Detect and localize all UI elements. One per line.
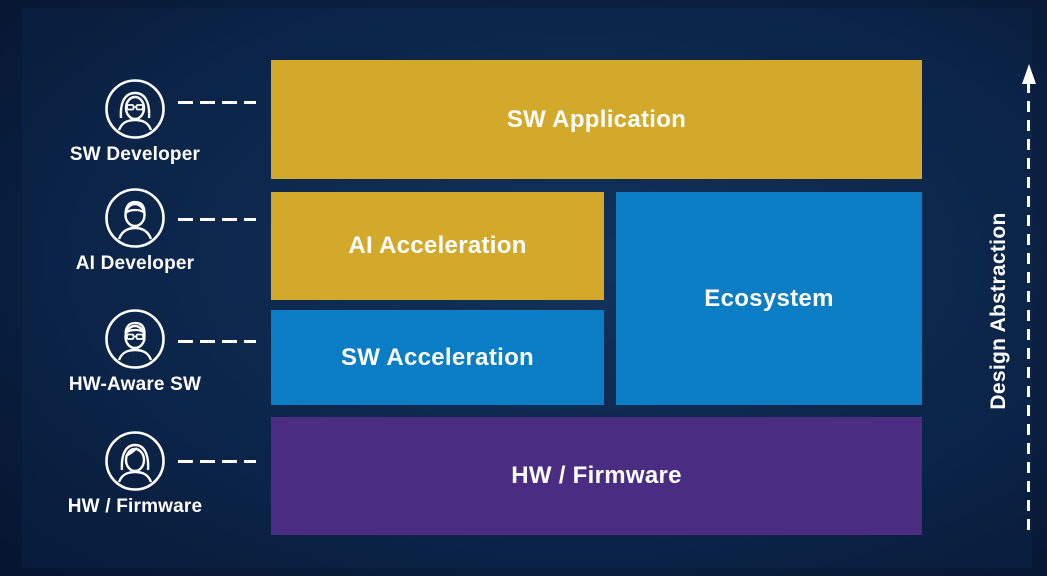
layer-sw-acceleration: SW Acceleration (271, 310, 604, 405)
woman-icon (105, 431, 165, 491)
abstraction-axis (1022, 64, 1036, 538)
axis-dashed-line (1027, 82, 1030, 538)
layer-label: SW Application (506, 105, 687, 133)
woman-glasses-icon (105, 79, 165, 139)
role-label: SW Developer (69, 144, 201, 165)
layer-ecosystem: Ecosystem (616, 192, 922, 405)
connector-dash (178, 218, 256, 221)
layer-hw-firmware: HW / Firmware (271, 417, 922, 535)
connector-dash (178, 340, 256, 343)
arrow-up-icon (1022, 64, 1036, 84)
man-glasses-icon (105, 309, 165, 369)
role-label: AI Developer (75, 253, 195, 274)
layer-sw-application: SW Application (271, 60, 922, 179)
role-label: HW-Aware SW (68, 374, 202, 395)
role-hw-aware-sw: HW-Aware SW (50, 308, 220, 396)
role-sw-developer: SW Developer (50, 78, 220, 166)
layer-label: AI Acceleration (348, 232, 527, 259)
layer-label: HW / Firmware (511, 462, 682, 489)
connector-dash (178, 101, 256, 104)
role-ai-developer: AI Developer (50, 187, 220, 275)
layer-ai-acceleration: AI Acceleration (271, 192, 604, 300)
man-icon (105, 188, 165, 248)
axis-label-text: Design Abstraction (987, 212, 1010, 410)
role-hw-firmware: HW / Firmware (50, 430, 220, 518)
connector-dash (178, 460, 256, 463)
layer-label: Ecosystem (704, 284, 834, 312)
role-label: HW / Firmware (67, 496, 203, 517)
layer-label: SW Acceleration (341, 343, 534, 371)
